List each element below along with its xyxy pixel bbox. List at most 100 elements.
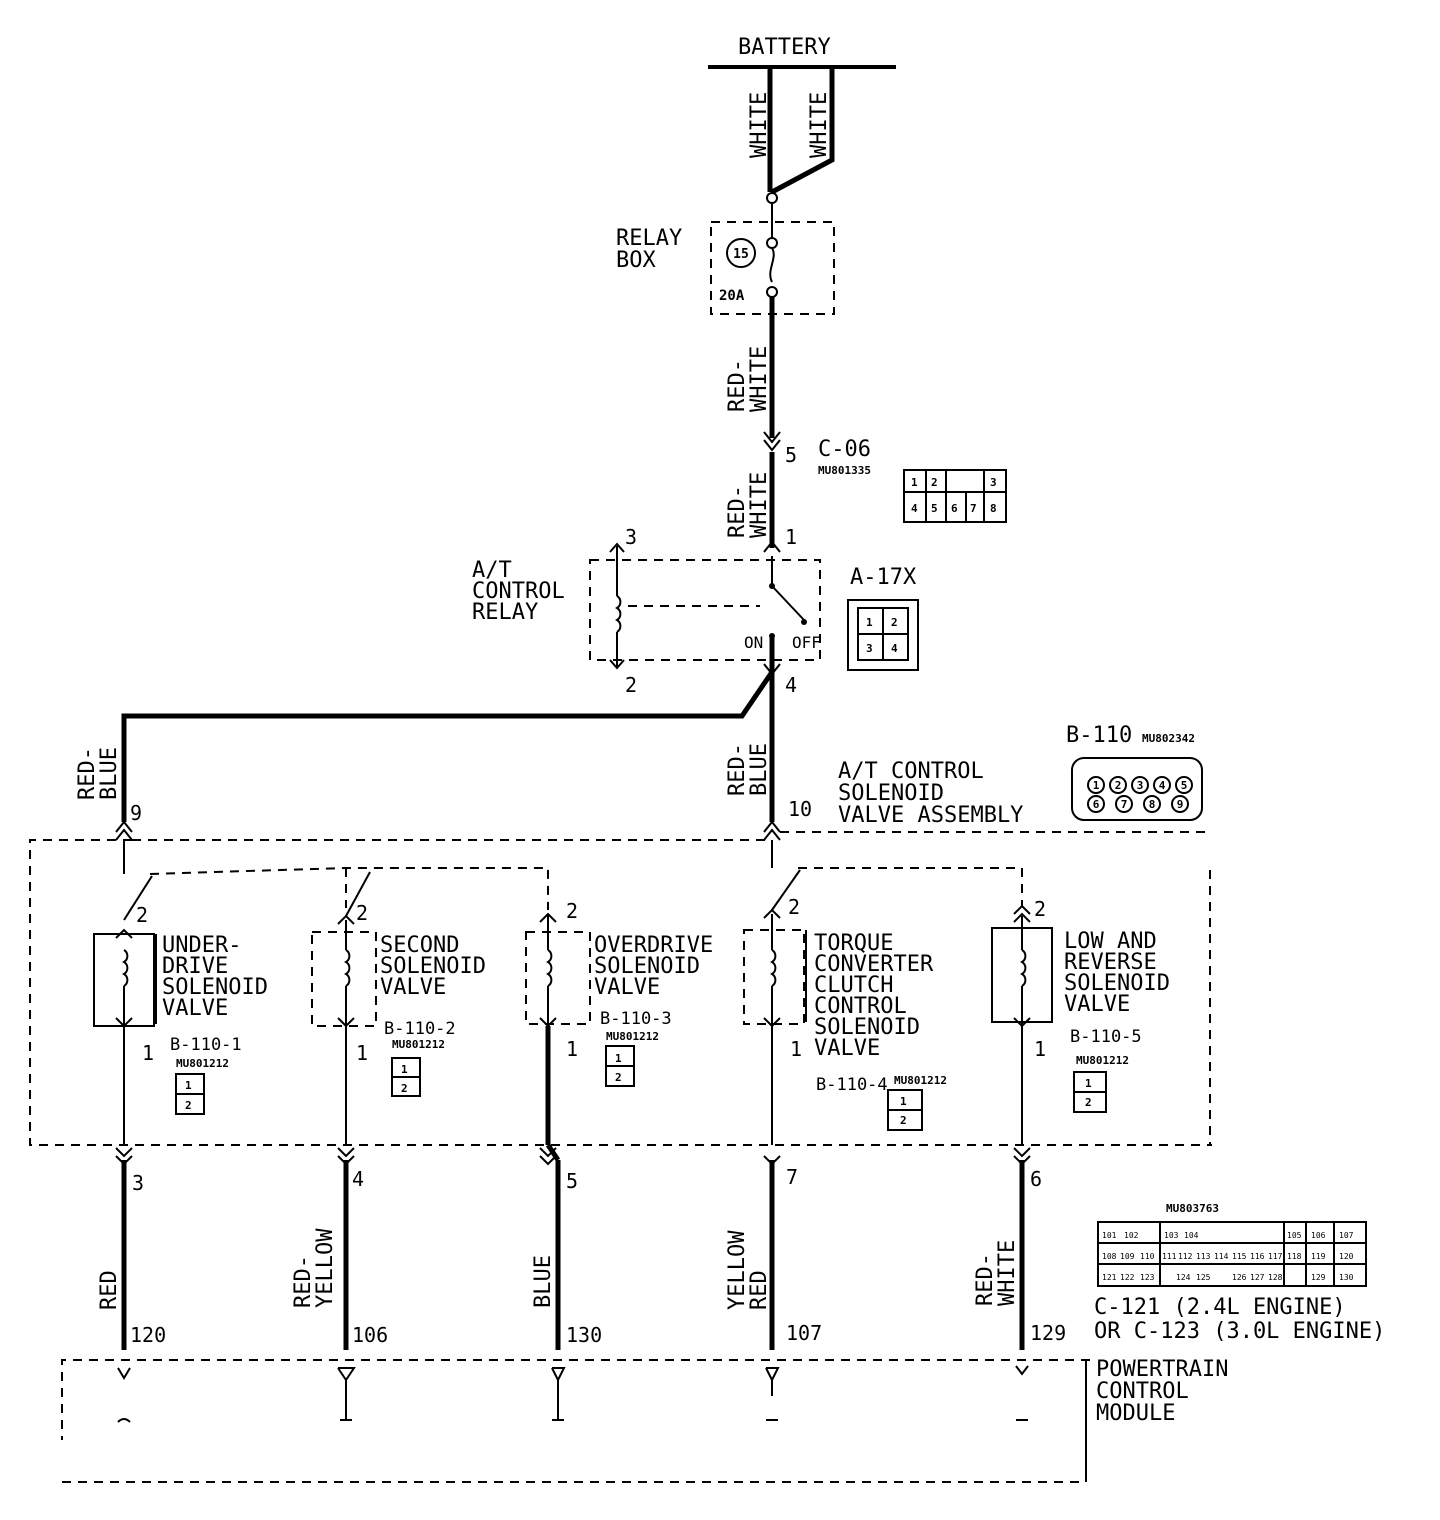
output-wire-3: 5 BLUE 130 xyxy=(531,1026,602,1421)
pcm-cell: 107 xyxy=(1339,1231,1354,1240)
solenoid-top-pin: 2 xyxy=(566,899,578,923)
at-relay-label-3: RELAY xyxy=(472,600,538,625)
wire-red-blue-left xyxy=(121,670,775,822)
c06-cell: 6 xyxy=(951,502,958,515)
pcm-connector-line-1: C-121 (2.4L ENGINE) xyxy=(1094,1295,1346,1320)
solenoid-connector: B-110-5 xyxy=(1070,1027,1142,1047)
solenoid-cell: 1 xyxy=(1085,1077,1092,1090)
pcm-pin: 107 xyxy=(786,1321,822,1345)
solenoid-name-6: VALVE xyxy=(814,1036,880,1061)
connector-c06-name: C-06 xyxy=(818,437,871,462)
wire-color-2: YELLOW xyxy=(313,1228,338,1308)
solenoid-connector: B-110-2 xyxy=(384,1019,456,1039)
solenoid-name-2: SOLENOID xyxy=(594,954,700,979)
connector-arrow xyxy=(1013,904,1031,915)
connector-arrow xyxy=(763,439,781,452)
solenoid-name-1: OVERDRIVE xyxy=(594,933,713,958)
connector-c06-face: 1 2 3 4 5 6 7 8 xyxy=(903,469,1007,523)
c06-cell: 2 xyxy=(931,476,938,489)
relay-box-label-2: BOX xyxy=(616,248,656,273)
pcm-terminal-icon xyxy=(551,1367,566,1383)
solenoid-bottom-pin: 1 xyxy=(356,1041,368,1065)
b110-cell: 6 xyxy=(1093,798,1100,811)
solenoid-cell: 1 xyxy=(401,1063,408,1076)
pcm-name-1: POWERTRAIN xyxy=(1096,1357,1228,1382)
solenoid-part: MU801212 xyxy=(1076,1054,1129,1067)
relay-switch-contact xyxy=(771,585,805,621)
fuse-number: 15 xyxy=(733,247,749,262)
solenoid-bottom-pin: 1 xyxy=(566,1037,578,1061)
output-pin: 7 xyxy=(786,1165,798,1189)
output-pin: 4 xyxy=(352,1167,364,1191)
fuse-rating: 20A xyxy=(719,288,745,304)
pcm-name-3: MODULE xyxy=(1096,1401,1175,1426)
at-relay-label-2: CONTROL xyxy=(472,579,565,604)
pcm-cell: 126 xyxy=(1232,1273,1247,1282)
b110-cell: 2 xyxy=(1115,779,1122,792)
pcm-cell: 102 xyxy=(1124,1231,1139,1240)
solenoid-name-2: CONVERTER xyxy=(814,952,934,977)
solenoid-body xyxy=(311,931,377,1027)
solenoid-cell: 2 xyxy=(1085,1096,1092,1109)
solenoid-low-reverse: 2 1 LOW AND REVERSE SOLENOID VALVE B-110… xyxy=(991,897,1170,1113)
fuse-terminal-top xyxy=(766,237,778,249)
fuse-number-circle xyxy=(726,238,756,268)
connector-arrow xyxy=(609,659,625,670)
connector-arrow xyxy=(1013,1017,1031,1028)
wire-rb-right-color-2: BLUE xyxy=(747,743,772,796)
pcm-cell: 121 xyxy=(1102,1273,1117,1282)
a17x-cell: 2 xyxy=(891,616,898,629)
solenoid-switch-line xyxy=(123,875,153,921)
relay-off-contact xyxy=(801,619,807,625)
solenoid-name-2: DRIVE xyxy=(162,954,228,979)
pcm-cell: 101 xyxy=(1102,1231,1117,1240)
connector-a17x-name: A-17X xyxy=(850,565,917,590)
solenoid-switch-line xyxy=(345,871,371,917)
solenoid-name-3: VALVE xyxy=(594,975,660,1000)
pcm-pin: 106 xyxy=(352,1323,388,1347)
pcm-cell: 117 xyxy=(1268,1252,1283,1261)
wire-color-1: YELLOW xyxy=(725,1230,750,1310)
connector-arrow xyxy=(117,1367,131,1380)
assembly-label-1: A/T CONTROL xyxy=(838,759,984,784)
solenoid-second: 2 1 SECOND SOLENOID VALVE B-110-2 MU8012… xyxy=(311,871,486,1097)
wire-rb-left-color-1: RED- xyxy=(75,747,100,800)
solenoid-cell: 2 xyxy=(401,1082,408,1095)
pcm-terminal-icon xyxy=(337,1367,356,1382)
wire-color: BLUE xyxy=(531,1255,556,1308)
solenoid-connector: B-110-1 xyxy=(170,1035,242,1055)
connector-arrow xyxy=(1013,912,1031,923)
wire-c06-color-2: WHITE xyxy=(747,472,772,538)
pcm-name-2: CONTROL xyxy=(1096,1379,1189,1404)
solenoid-switch-line xyxy=(771,869,801,911)
solenoid-name-1: TORQUE xyxy=(814,931,893,956)
fuse-terminal-bottom xyxy=(766,286,778,298)
pcm-connector-face: 101 102 103 104 105 106 107 108 109 110 … xyxy=(1097,1221,1367,1287)
connector-arrow xyxy=(337,1147,355,1158)
connector-arrow xyxy=(763,908,781,919)
solenoid-connector: B-110-4 xyxy=(816,1075,888,1095)
wire-rb-left-color-2: BLUE xyxy=(97,747,122,800)
wire-color-2: RED xyxy=(747,1270,772,1310)
output-wire-1: 3 RED 120 xyxy=(97,1026,166,1423)
connector-arrow xyxy=(539,1155,557,1166)
pcm-cell: 112 xyxy=(1178,1252,1193,1261)
internal-supply-rail xyxy=(149,867,549,910)
solenoid-name-5: SOLENOID xyxy=(814,1015,920,1040)
connector-arrow xyxy=(763,540,781,553)
pcm-pin: 120 xyxy=(130,1323,166,1347)
solenoid-torque-converter: 2 1 TORQUE CONVERTER CLUTCH CONTROL SOLE… xyxy=(743,869,947,1131)
solenoid-cell: 2 xyxy=(615,1071,622,1084)
solenoid-bottom-pin: 1 xyxy=(790,1037,802,1061)
pin-5: 5 xyxy=(785,443,797,467)
solenoid-overdrive: 2 1 OVERDRIVE SOLENOID VALVE B-110-3 MU8… xyxy=(525,899,713,1087)
connector-arrow xyxy=(1015,1365,1029,1376)
wire-color-1: RED- xyxy=(973,1253,998,1306)
pin-3: 3 xyxy=(625,525,637,549)
pcm-cell: 103 xyxy=(1164,1231,1179,1240)
pcm-cell: 106 xyxy=(1311,1231,1326,1240)
connector-arrow xyxy=(763,1017,781,1028)
fuse-element-icon xyxy=(769,247,775,283)
splice-node xyxy=(766,192,778,204)
output-wire-2: 4 RED- YELLOW 106 xyxy=(291,1026,388,1421)
